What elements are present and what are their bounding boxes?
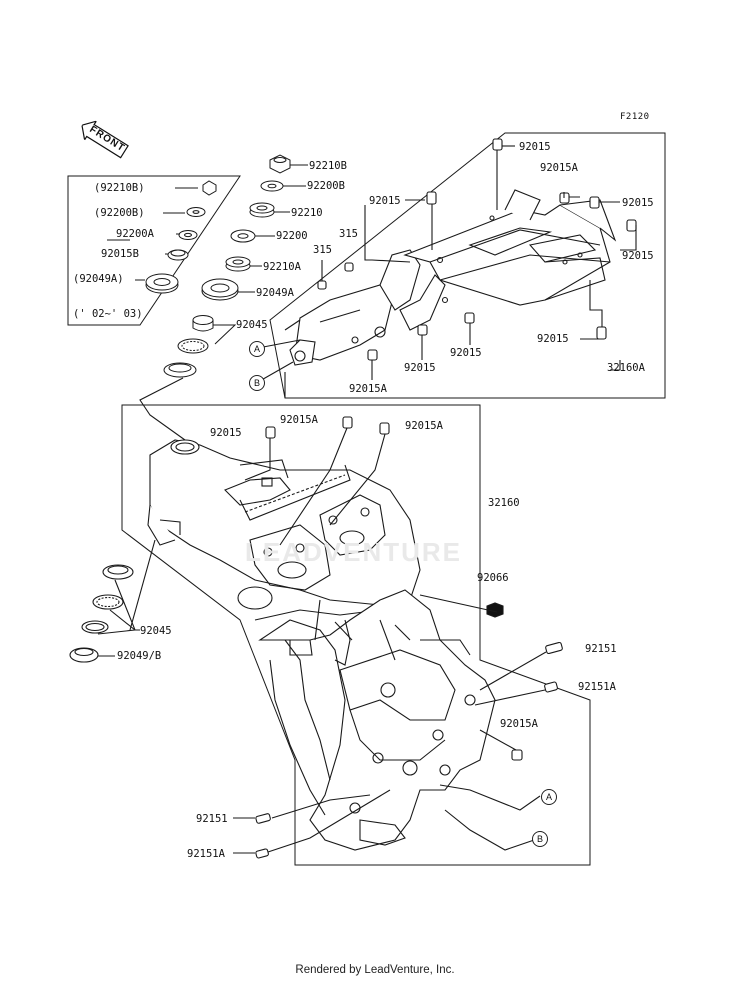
- footer-credit: Rendered by LeadVenture, Inc.: [295, 964, 455, 976]
- label-92066[interactable]: 92066: [477, 572, 509, 584]
- figure-code: F2120: [620, 112, 650, 122]
- main-frame-group-box: [121, 404, 591, 866]
- label-92151[interactable]: 92151: [585, 643, 617, 655]
- label-92200[interactable]: 92200: [276, 230, 308, 242]
- inset-box: [67, 175, 241, 326]
- label-92049-b[interactable]: 92049/B: [117, 650, 162, 662]
- label-92045[interactable]: 92045: [140, 625, 172, 637]
- main-frame-drawing: [69, 377, 563, 859]
- ref-marker-b: B: [532, 831, 548, 847]
- label-92210[interactable]: 92210: [291, 207, 323, 219]
- label-315[interactable]: 315: [313, 244, 332, 256]
- label-315[interactable]: 315: [339, 228, 358, 240]
- label-92200a[interactable]: 92200A: [116, 228, 154, 240]
- label-32160[interactable]: 32160: [488, 497, 520, 509]
- label-92151[interactable]: 92151: [196, 813, 228, 825]
- ref-marker-b: B: [249, 375, 265, 391]
- label-92015[interactable]: 92015: [519, 141, 551, 153]
- label-92015a[interactable]: 92015A: [349, 383, 387, 395]
- label-92015a[interactable]: 92015A: [540, 162, 578, 174]
- label-92015a[interactable]: 92015A: [405, 420, 443, 432]
- label-92151a[interactable]: 92151A: [187, 848, 225, 860]
- label-92015[interactable]: 92015: [210, 427, 242, 439]
- label-92015a[interactable]: 92015A: [280, 414, 318, 426]
- label-92049a-inset[interactable]: (92049A): [73, 273, 124, 285]
- label-92151a[interactable]: 92151A: [578, 681, 616, 693]
- watermark: LEADVENTURE: [245, 537, 463, 567]
- label-32160a[interactable]: 32160A: [607, 362, 645, 374]
- inset-note: (' 02~' 03): [73, 308, 143, 320]
- label-92015[interactable]: 92015: [622, 197, 654, 209]
- label-92210b[interactable]: 92210B: [309, 160, 347, 172]
- label-92015[interactable]: 92015: [537, 333, 569, 345]
- label-92015a[interactable]: 92015A: [500, 718, 538, 730]
- ref-marker-a: A: [541, 789, 557, 805]
- label-92015[interactable]: 92015: [404, 362, 436, 374]
- label-92015[interactable]: 92015: [369, 195, 401, 207]
- subframe-group-box: [269, 132, 666, 399]
- label-92045[interactable]: 92045: [236, 319, 268, 331]
- subframe-drawing: [257, 138, 637, 398]
- label-92015[interactable]: 92015: [622, 250, 654, 262]
- label-92210b-inset[interactable]: (92210B): [94, 182, 145, 194]
- label-92210a[interactable]: 92210A: [263, 261, 301, 273]
- ref-marker-a: A: [249, 341, 265, 357]
- label-92200b[interactable]: 92200B: [307, 180, 345, 192]
- label-92015[interactable]: 92015: [450, 347, 482, 359]
- steering-parts: [107, 154, 308, 378]
- label-92200b-inset[interactable]: (92200B): [94, 207, 145, 219]
- label-92015b[interactable]: 92015B: [101, 248, 139, 260]
- front-arrow-icon: FRONT: [76, 116, 132, 162]
- label-92049a[interactable]: 92049A: [256, 287, 294, 299]
